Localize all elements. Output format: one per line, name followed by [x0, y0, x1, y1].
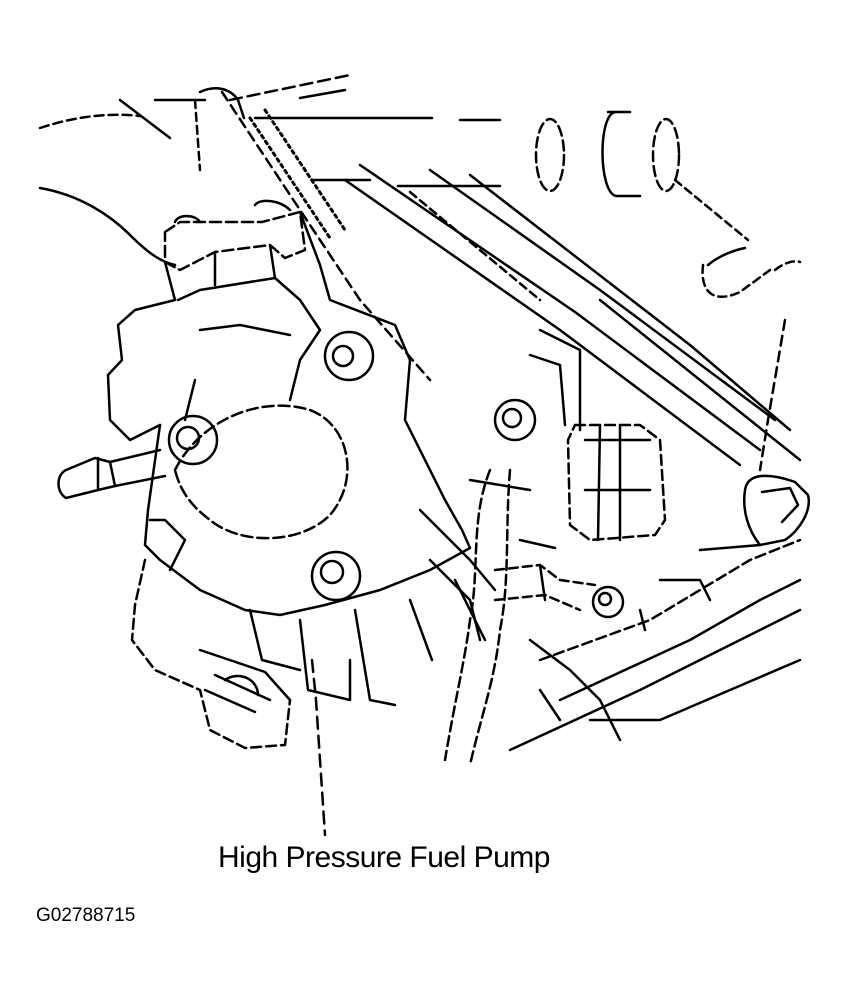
lower-housing: [130, 558, 434, 750]
figure-id: G02788715: [36, 905, 136, 926]
engine-block-edges: [418, 508, 802, 752]
high-pressure-fuel-pump-label: High Pressure Fuel Pump: [218, 841, 550, 874]
rail-end-bolt: [743, 318, 811, 547]
pump-bolts: [167, 330, 625, 619]
wiring-harness: [443, 468, 597, 767]
hose-rings: [534, 110, 802, 298]
sensor-connector: [528, 328, 667, 542]
callout-leader: [310, 658, 327, 837]
pump-body: [106, 199, 472, 617]
inlet-fitting: [57, 448, 167, 500]
fuel-rail: [193, 87, 802, 467]
